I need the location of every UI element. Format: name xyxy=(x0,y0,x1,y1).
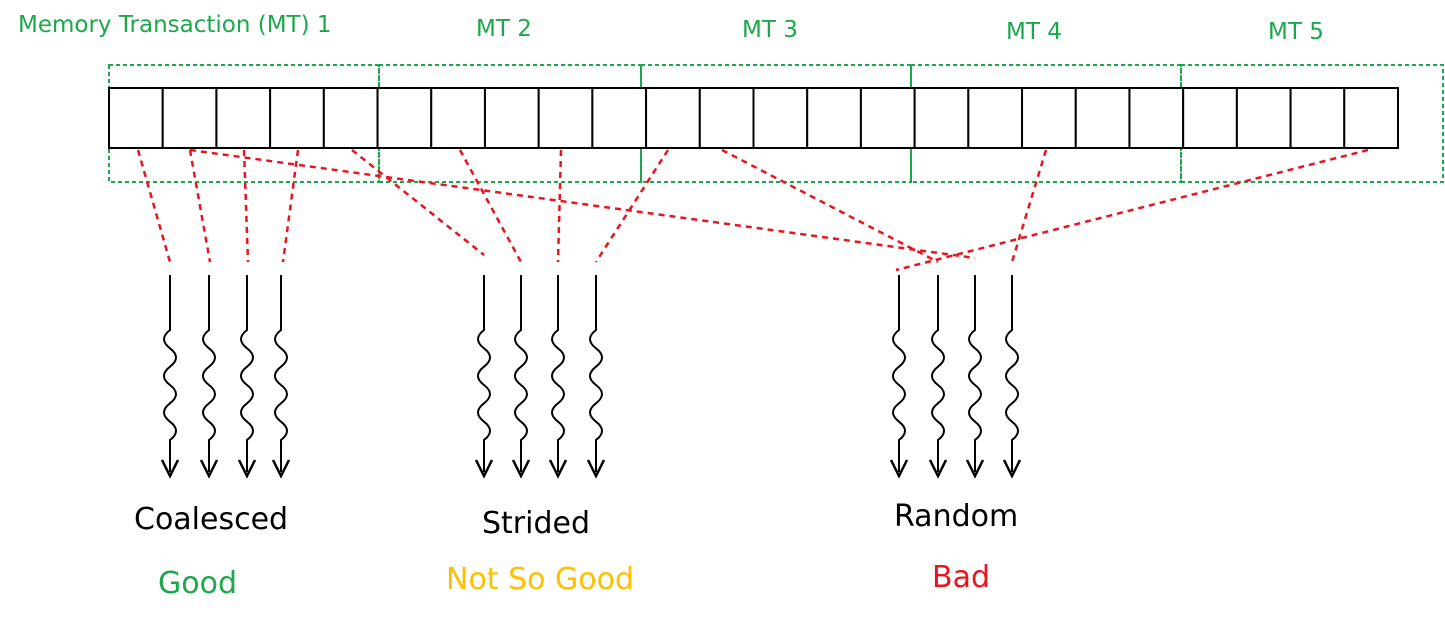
access-line xyxy=(188,149,212,263)
thread-arrow-shaft xyxy=(514,275,528,472)
thread-arrow-shaft xyxy=(202,275,216,472)
thread-arrow-icon xyxy=(199,275,219,479)
access-line xyxy=(281,149,300,263)
thread-arrow-head xyxy=(965,459,985,479)
thread-arrow-icon xyxy=(965,275,985,479)
mt-label-3: MT 3 xyxy=(742,17,798,43)
memory-cell xyxy=(698,87,755,149)
mt-label-5: MT 5 xyxy=(1268,19,1324,45)
thread-arrow-icon xyxy=(474,275,494,479)
thread-arrow-head xyxy=(160,459,180,479)
access-line xyxy=(189,148,976,260)
thread-arrow-head xyxy=(474,459,494,479)
memory-cell xyxy=(591,87,648,149)
thread-arrow-shaft xyxy=(274,275,288,472)
memory-cell xyxy=(376,87,433,149)
access-line xyxy=(136,149,172,263)
mt-label-4: MT 4 xyxy=(1006,19,1062,45)
mt-label-1: Memory Transaction (MT) 1 xyxy=(18,12,332,38)
memory-cell xyxy=(537,87,594,149)
mt-label-2: MT 2 xyxy=(476,16,532,42)
thread-arrow-shaft xyxy=(1005,275,1019,472)
thread-arrow-shaft xyxy=(551,275,565,472)
thread-arrow-shaft xyxy=(477,275,491,472)
access-line xyxy=(895,148,1369,272)
memory-cell xyxy=(322,87,379,149)
memory-cell xyxy=(913,87,970,149)
memory-cell xyxy=(806,87,862,149)
thread-arrow-icon xyxy=(1002,275,1022,479)
thread-arrow-head xyxy=(271,459,291,479)
memory-cell xyxy=(1021,87,1077,149)
memory-cell xyxy=(1343,87,1399,149)
memory-cell xyxy=(108,87,164,149)
thread-arrow-head xyxy=(889,459,909,479)
thread-arrow-icon xyxy=(548,275,568,479)
memory-cell xyxy=(645,87,701,149)
memory-cell xyxy=(1074,87,1131,149)
memory-cell xyxy=(1289,87,1346,149)
memory-cell xyxy=(161,87,218,149)
thread-arrow-icon xyxy=(237,275,257,479)
thread-arrow-shaft xyxy=(892,275,906,472)
thread-arrow-head xyxy=(199,459,219,479)
memory-cell xyxy=(483,87,540,149)
thread-arrow-head xyxy=(1002,459,1022,479)
thread-arrow-head xyxy=(511,459,531,479)
memory-cell xyxy=(1182,87,1238,149)
memory-cell xyxy=(1235,87,1292,149)
memory-cell xyxy=(430,87,486,149)
access-line xyxy=(1010,149,1048,263)
thread-arrow-head xyxy=(586,459,606,479)
thread-arrow-icon xyxy=(271,275,291,479)
thread-arrow-shaft xyxy=(931,275,945,472)
thread-arrow-head xyxy=(237,459,257,479)
quality-bad: Bad xyxy=(932,560,991,595)
thread-arrow-icon xyxy=(511,275,531,479)
access-line xyxy=(351,149,485,256)
pattern-name-strided: Strided xyxy=(482,506,591,541)
memory-cell xyxy=(215,87,272,149)
thread-arrows xyxy=(160,275,1022,479)
memory-cells xyxy=(108,87,1399,149)
thread-arrow-icon xyxy=(889,275,909,479)
access-line xyxy=(721,148,939,264)
access-line xyxy=(594,149,670,263)
access-line xyxy=(458,149,523,263)
access-lines xyxy=(136,148,1369,272)
thread-arrow-icon xyxy=(586,275,606,479)
memory-cell xyxy=(269,87,325,149)
quality-good: Good xyxy=(158,566,237,601)
thread-arrow-icon xyxy=(928,275,948,479)
access-line xyxy=(556,149,563,263)
memory-cell xyxy=(967,87,1024,149)
thread-arrow-shaft xyxy=(968,275,982,472)
access-line xyxy=(242,149,250,263)
thread-arrow-icon xyxy=(160,275,180,479)
thread-arrow-shaft xyxy=(589,275,603,472)
thread-arrow-head xyxy=(928,459,948,479)
memory-cell xyxy=(859,87,916,149)
pattern-name-random: Random xyxy=(894,499,1019,534)
memory-cell xyxy=(1128,87,1185,149)
quality-not-so-good: Not So Good xyxy=(446,562,635,597)
thread-arrow-shaft xyxy=(163,275,177,472)
memory-cell xyxy=(752,87,809,149)
thread-arrow-head xyxy=(548,459,568,479)
thread-arrow-shaft xyxy=(240,275,254,472)
pattern-name-coalesced: Coalesced xyxy=(134,502,289,537)
